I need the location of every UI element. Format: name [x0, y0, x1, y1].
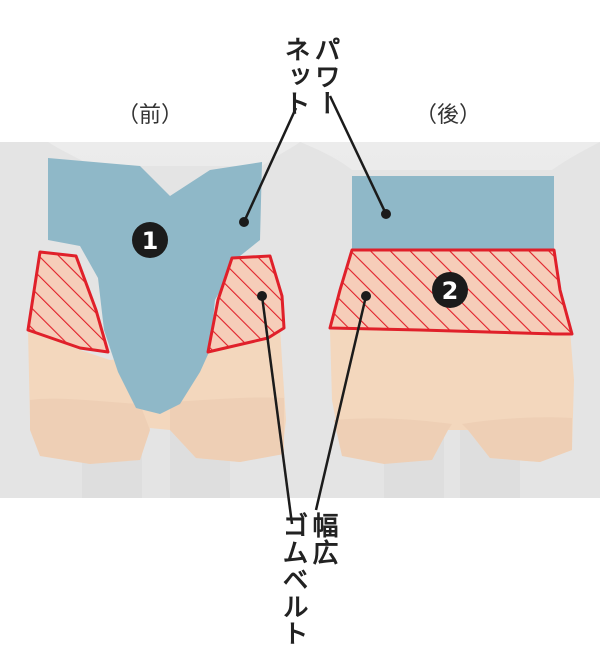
wide-belt-dot-front — [257, 291, 267, 301]
wide-belt-leader-back — [314, 295, 368, 511]
wide-belt-label-line2: ゴムベルト — [278, 512, 308, 647]
front-wide-belt-left — [26, 250, 110, 354]
front-badge — [132, 222, 168, 258]
power-net-dot-front — [239, 217, 249, 227]
wide-belt-dot-back — [361, 291, 371, 301]
front-mannequin: 1 — [0, 142, 300, 498]
front-lace-left — [30, 398, 150, 464]
back-mannequin: 2 — [300, 142, 600, 498]
back-lace-left — [334, 418, 452, 464]
wide-belt-label-line1: 幅広 — [308, 512, 338, 566]
front-view-label: （前） — [117, 103, 183, 128]
back-view-label: （後） — [415, 103, 481, 128]
power-net-leader-back — [328, 95, 388, 215]
front-badge-number: 1 — [142, 227, 159, 255]
back-lace-right — [462, 417, 572, 462]
power-net-label-line1: パワー — [310, 36, 340, 117]
wide-belt-leader-front — [260, 295, 294, 525]
front-lace-right — [170, 397, 284, 462]
back-power-net — [352, 176, 554, 250]
back-badge-number: 2 — [442, 277, 459, 305]
power-net-label-line2: ネット — [280, 36, 310, 117]
back-badge — [432, 272, 468, 308]
power-net-dot-back — [381, 209, 391, 219]
power-net-leader-front — [242, 107, 298, 223]
